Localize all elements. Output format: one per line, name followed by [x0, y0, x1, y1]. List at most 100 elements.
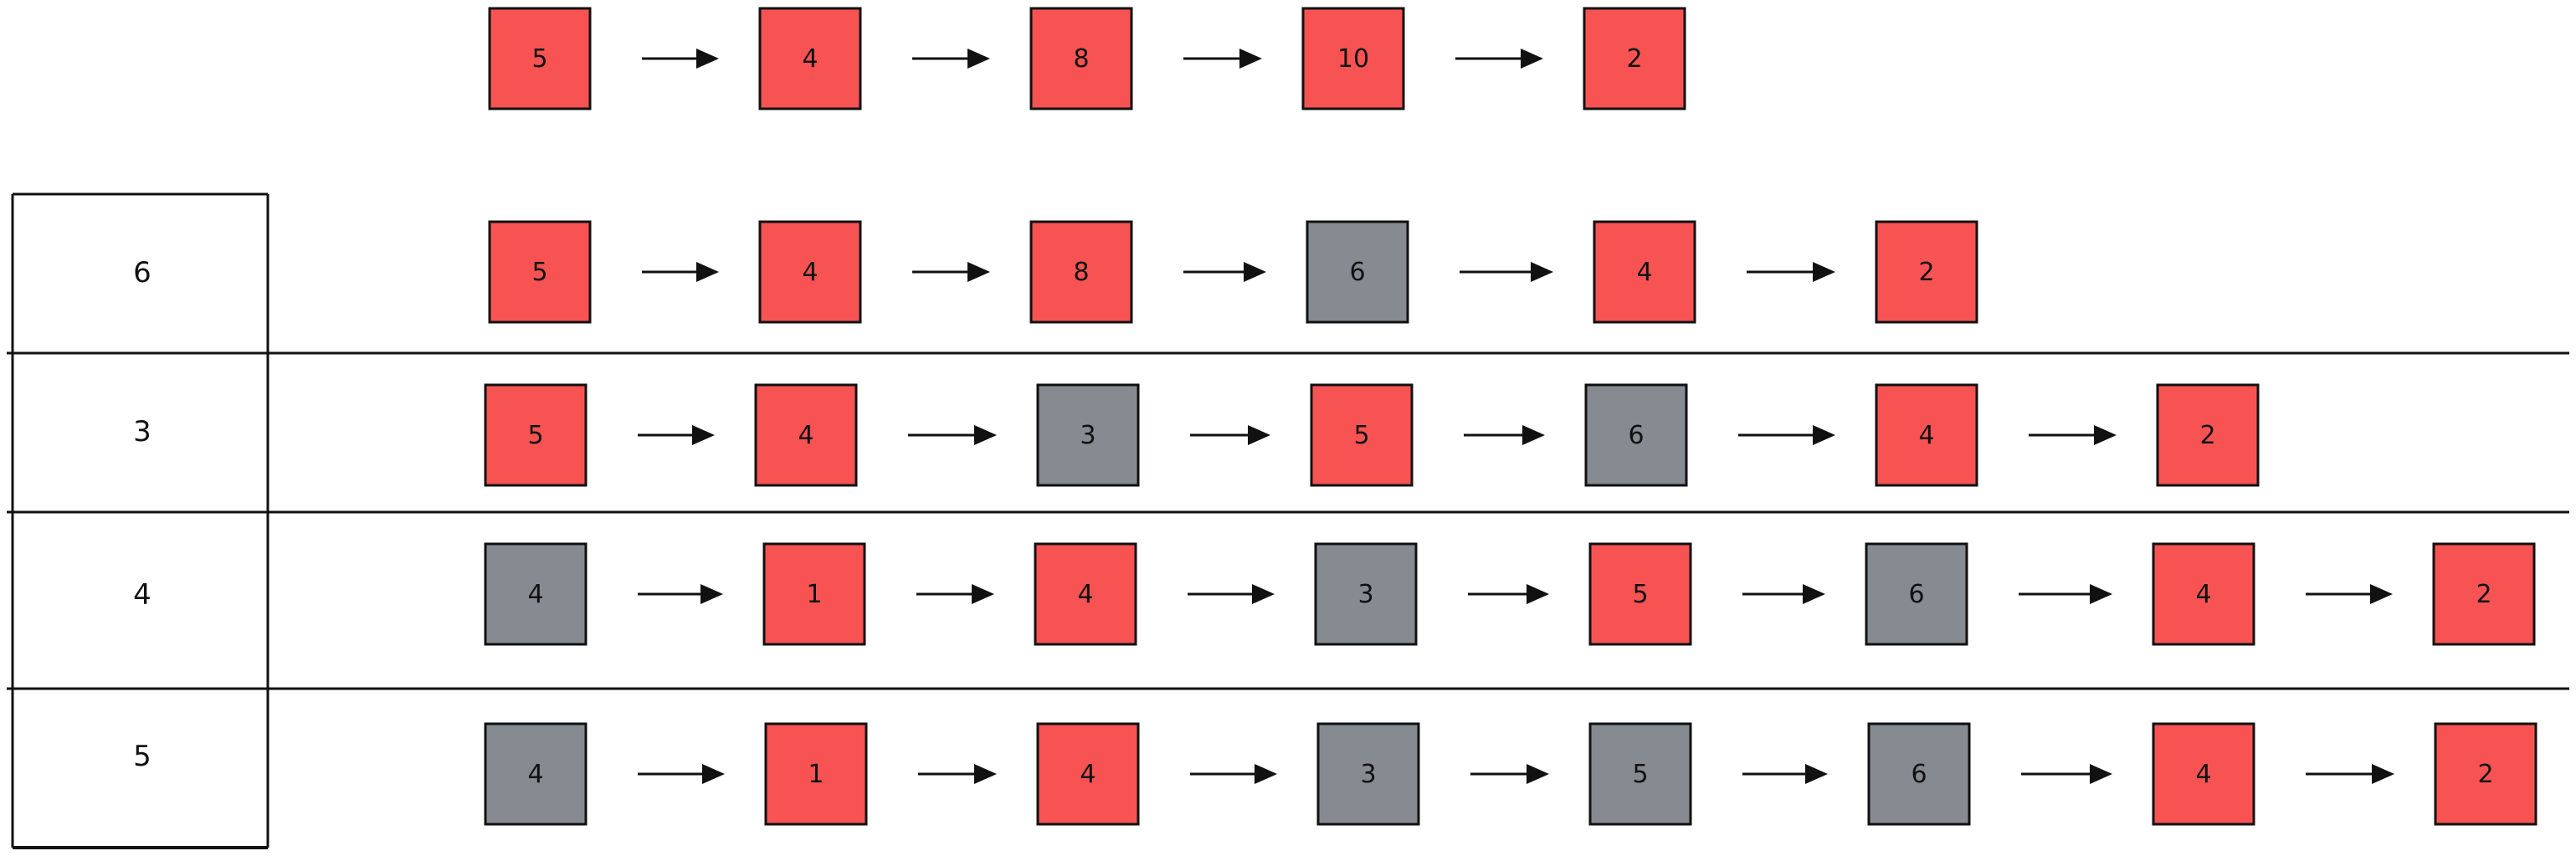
list-node: 4 [2152, 722, 2255, 826]
list-node: 4 [2152, 542, 2255, 646]
node-value: 1 [806, 580, 822, 609]
node-value: 2 [1918, 258, 1934, 287]
node-value: 10 [1337, 44, 1369, 74]
node-box [1875, 220, 1978, 324]
list-node: 4 [758, 220, 862, 324]
list-node: 10 [1301, 7, 1405, 110]
list-row: 4 1 4 3 5 6 4 2 [484, 722, 2538, 826]
node-value: 4 [2195, 580, 2211, 609]
node-value: 8 [1073, 44, 1089, 74]
node-value: 4 [1080, 760, 1096, 789]
list-node: 4 [758, 7, 862, 110]
node-value: 2 [1626, 44, 1642, 74]
node-value: 1 [808, 760, 824, 789]
node-box [488, 7, 592, 110]
node-box [1036, 722, 1140, 826]
list-node: 5 [488, 220, 592, 324]
node-value: 5 [527, 421, 543, 450]
list-node: 2 [2432, 542, 2536, 646]
list-node: 1 [764, 722, 868, 826]
list-node: 5 [484, 383, 588, 487]
list-row: 5 4 3 5 6 4 2 [484, 383, 2260, 487]
list-node: 5 [1310, 383, 1414, 487]
list-node: 3 [1314, 542, 1418, 646]
node-value: 4 [798, 421, 813, 450]
node-box [484, 722, 588, 826]
node-box [488, 220, 592, 324]
node-box [1316, 722, 1420, 826]
node-box [1584, 383, 1688, 487]
node-value: 4 [1636, 258, 1652, 287]
node-value: 2 [2476, 580, 2491, 609]
list-node: 3 [1036, 383, 1140, 487]
list-node: 5 [1588, 542, 1692, 646]
node-box [758, 220, 862, 324]
list-node: 8 [1029, 7, 1133, 110]
node-box [1588, 542, 1692, 646]
node-box [1301, 7, 1405, 110]
top-list-row: 5 4 8 10 2 [488, 7, 1686, 110]
node-value: 4 [802, 258, 818, 287]
row-label: 4 [133, 578, 151, 612]
list-node: 8 [1029, 220, 1133, 324]
node-box [2152, 722, 2255, 826]
list-node: 4 [1036, 722, 1140, 826]
node-box [484, 542, 588, 646]
list-node: 2 [2434, 722, 2538, 826]
list-node: 5 [1588, 722, 1692, 826]
node-value: 5 [1632, 760, 1648, 789]
node-box [2152, 542, 2255, 646]
node-value: 4 [802, 44, 818, 74]
node-box [1029, 7, 1133, 110]
node-box [1036, 383, 1140, 487]
node-value: 3 [1360, 760, 1376, 789]
list-node: 6 [1306, 220, 1409, 324]
list-node: 1 [762, 542, 866, 646]
node-box [1310, 383, 1414, 487]
node-value: 4 [1918, 421, 1934, 450]
node-value: 4 [1077, 580, 1093, 609]
list-node: 6 [1584, 383, 1688, 487]
list-node: 4 [484, 722, 588, 826]
list-node: 4 [1875, 383, 1978, 487]
node-value: 5 [531, 44, 547, 74]
list-node: 6 [1867, 722, 1971, 826]
node-value: 2 [2477, 760, 2493, 789]
node-box [1588, 722, 1692, 826]
node-box [762, 542, 866, 646]
list-row: 5 4 8 6 4 2 [488, 220, 1978, 324]
node-value: 3 [1080, 421, 1096, 450]
node-box [1593, 220, 1696, 324]
node-box [764, 722, 868, 826]
node-box [2156, 383, 2260, 487]
node-box [758, 7, 862, 110]
list-node: 4 [1034, 542, 1137, 646]
list-node: 4 [1593, 220, 1696, 324]
node-value: 5 [1353, 421, 1369, 450]
row-label: 5 [133, 740, 151, 773]
node-value: 6 [1628, 421, 1644, 450]
node-box [1034, 542, 1137, 646]
node-value: 5 [531, 258, 547, 287]
node-value: 4 [2195, 760, 2211, 789]
list-node: 6 [1865, 542, 1968, 646]
node-value: 6 [1908, 580, 1924, 609]
row-label: 3 [133, 415, 151, 449]
node-value: 4 [527, 580, 543, 609]
list-row: 4 1 4 3 5 6 4 2 [484, 542, 2536, 646]
node-value: 8 [1073, 258, 1089, 287]
list-node: 3 [1316, 722, 1420, 826]
node-box [1875, 383, 1978, 487]
node-value: 4 [527, 760, 543, 789]
row-label: 6 [133, 256, 151, 290]
list-node: 5 [488, 7, 592, 110]
row-table [7, 192, 2569, 849]
list-node: 2 [1583, 7, 1686, 110]
node-value: 6 [1911, 760, 1927, 789]
node-value: 2 [2199, 421, 2215, 450]
node-box [1865, 542, 1968, 646]
node-box [484, 383, 588, 487]
list-node: 4 [484, 542, 588, 646]
list-node: 2 [1875, 220, 1978, 324]
